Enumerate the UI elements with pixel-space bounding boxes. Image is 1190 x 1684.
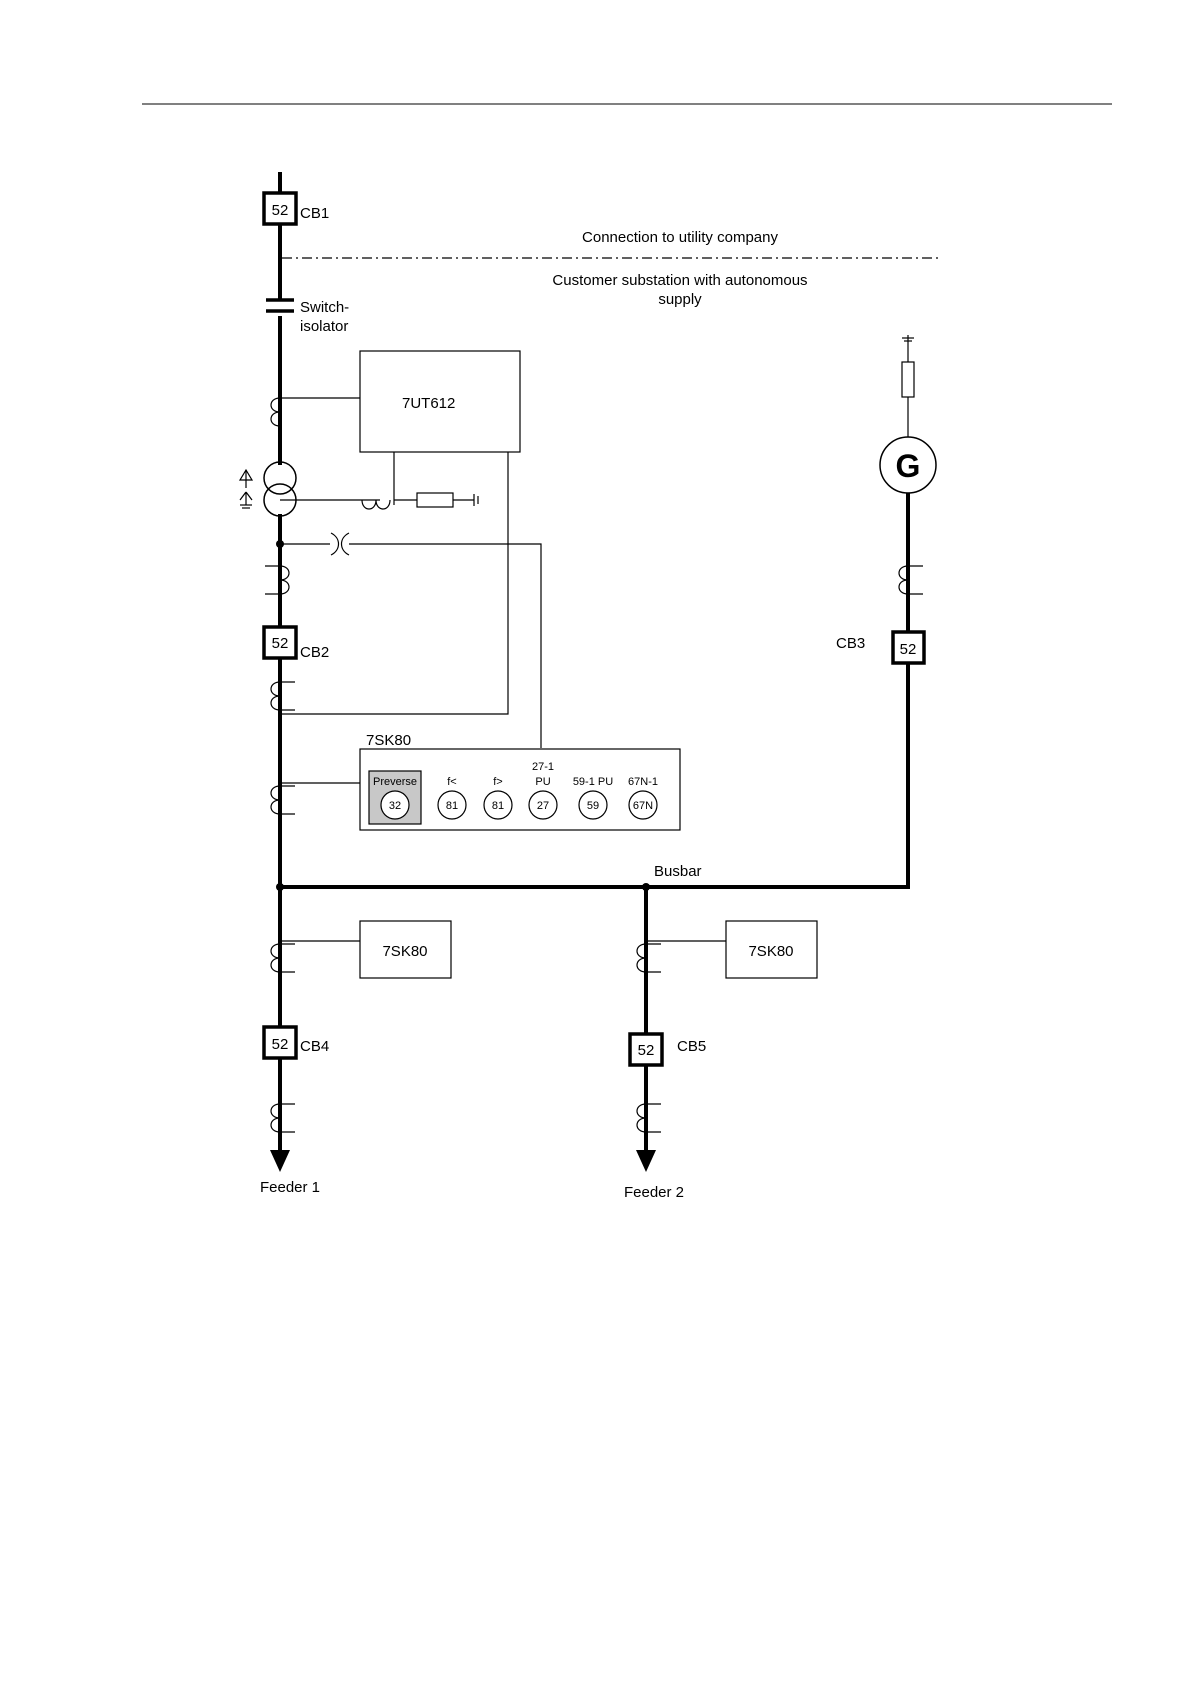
customer-label-line1: Customer substation with autonomous xyxy=(552,272,807,289)
ct-above-cb2 xyxy=(265,566,289,594)
switch-isolator-label1: Switch- xyxy=(300,299,349,316)
ansi-code: 32 xyxy=(389,800,401,812)
protection-function: Preverse 32 xyxy=(369,771,421,824)
feeder-1-branch: 7SK80 52 CB4 Feeder 1 xyxy=(260,921,451,1196)
current-transformer-7ut xyxy=(271,398,360,426)
feeder-1-label: Feeder 1 xyxy=(260,1179,320,1196)
power-transformer xyxy=(264,462,380,516)
breaker-cb2-name: CB2 xyxy=(300,644,329,661)
feeder-1-arrow xyxy=(270,1150,290,1172)
ansi-code: 27 xyxy=(537,800,549,812)
function-label: Preverse xyxy=(373,776,417,788)
feeder-2-branch: 7SK80 52 CB5 Feeder 2 xyxy=(624,887,817,1201)
breaker-cb2: 52 CB2 xyxy=(264,627,329,661)
breaker-cb5-ansi: 52 xyxy=(638,1042,655,1059)
breaker-cb3-name: CB3 xyxy=(836,635,865,652)
function-label: f> xyxy=(493,776,502,788)
relay-7sk80-feeder1-label: 7SK80 xyxy=(382,943,427,960)
neutral-ct-resistor xyxy=(362,493,478,509)
breaker-cb3-ansi: 52 xyxy=(900,641,917,658)
ct-7sk80-main xyxy=(271,786,295,814)
breaker-cb1-ansi: 52 xyxy=(272,202,289,219)
breaker-cb1-name: CB1 xyxy=(300,205,329,222)
busbar: Busbar xyxy=(276,863,910,891)
ansi-code: 81 xyxy=(446,800,458,812)
breaker-cb1: 52 CB1 xyxy=(264,193,329,224)
ct-below-cb2 xyxy=(271,682,295,710)
relay-7sk80-main-title: 7SK80 xyxy=(366,732,411,749)
voltage-transformer xyxy=(280,533,541,748)
relay-7ut612: 7UT612 xyxy=(360,351,520,452)
switch-isolator-label2: isolator xyxy=(300,318,348,335)
customer-label-line2: supply xyxy=(658,291,702,308)
connection-label: Connection to utility company xyxy=(582,229,778,246)
breaker-cb4-name: CB4 xyxy=(300,1038,329,1055)
winding-symbols xyxy=(240,470,252,508)
relay-7ut612-label: 7UT612 xyxy=(402,395,455,412)
function-label: f< xyxy=(447,776,456,788)
ansi-code: 81 xyxy=(492,800,504,812)
breaker-cb4-ansi: 52 xyxy=(272,1036,289,1053)
generator-symbol: G xyxy=(896,448,921,484)
breaker-cb5-name: CB5 xyxy=(677,1038,706,1055)
function-label-pre: 27-1 xyxy=(532,761,554,773)
relay-7sk80-main: 7SK80 Preverse 32 f< 81 f> 81 27-1PU 27 59-1 PU 5… xyxy=(360,732,680,830)
function-label: 59-1 PU xyxy=(573,776,613,788)
ansi-code: 59 xyxy=(587,800,599,812)
relay-7sk80-feeder2-label: 7SK80 xyxy=(748,943,793,960)
feeder-2-arrow xyxy=(636,1150,656,1172)
function-label: PU xyxy=(535,776,550,788)
generator-branch: G 52 CB3 xyxy=(836,335,936,889)
feeder-2-label: Feeder 2 xyxy=(624,1184,684,1201)
breaker-cb2-ansi: 52 xyxy=(272,635,289,652)
busbar-label: Busbar xyxy=(654,863,702,880)
ansi-code: 67N xyxy=(633,800,653,812)
function-label: 67N-1 xyxy=(628,776,658,788)
